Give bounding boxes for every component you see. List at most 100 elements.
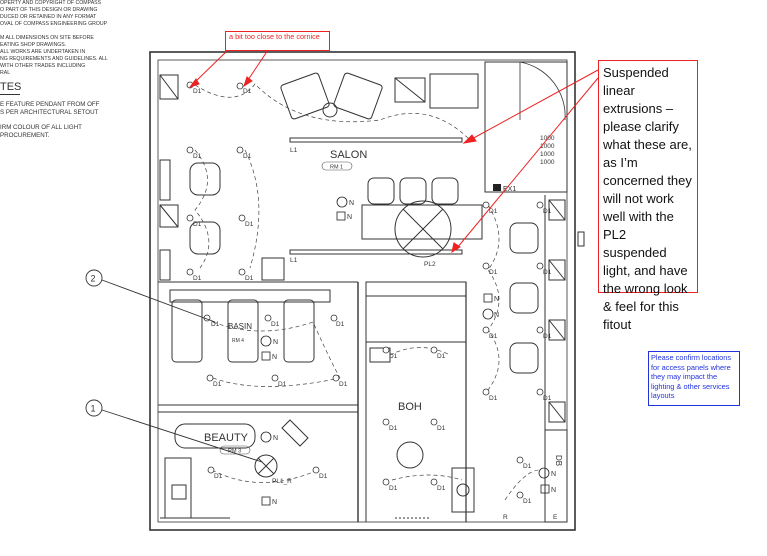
room-tag bbox=[219, 445, 251, 455]
comment-access-panels: Please confirm locations for access pane… bbox=[648, 351, 740, 406]
downlight bbox=[516, 456, 524, 464]
downlight-label: D1 bbox=[193, 153, 202, 160]
linear-extrusion bbox=[289, 137, 463, 143]
markup-arrow bbox=[245, 49, 269, 84]
circuit-line bbox=[244, 149, 260, 269]
room-name-db: DB bbox=[554, 455, 563, 466]
note-line: M ALL DIMENSIONS ON SITE BEFORE bbox=[0, 35, 94, 41]
downlight-label: D1 bbox=[523, 463, 532, 470]
note-line: WITH OTHER TRADES INCLUDING bbox=[0, 63, 86, 69]
downlight bbox=[382, 346, 390, 354]
level-mark: 1000 bbox=[540, 143, 555, 150]
downlight bbox=[332, 374, 340, 382]
downlight-label: D1 bbox=[437, 353, 446, 360]
circuit-line bbox=[194, 83, 471, 141]
downlight bbox=[536, 262, 544, 270]
beauty-chair bbox=[281, 419, 309, 447]
room-number-beauty: RM 3 bbox=[228, 449, 241, 455]
display-unit bbox=[394, 77, 426, 103]
downlight-label: D1 bbox=[271, 321, 280, 328]
downlight bbox=[186, 214, 194, 222]
downlight bbox=[482, 262, 490, 270]
downlight bbox=[238, 214, 246, 222]
comment-line: PL2 suspended bbox=[603, 227, 667, 260]
note-line: OPERTY AND COPYRIGHT OF COMPASS bbox=[0, 0, 102, 6]
downlight-label: D1 bbox=[489, 333, 498, 340]
comment-line: fitout bbox=[603, 317, 632, 332]
styling-chair bbox=[399, 177, 427, 205]
comment-cornice: a bit too close to the cornice bbox=[225, 31, 330, 51]
circuit-line bbox=[211, 469, 319, 483]
outer-wall bbox=[149, 51, 576, 531]
downlight-label: D1 bbox=[437, 425, 446, 432]
beauty-sink bbox=[171, 484, 187, 500]
reception-counter bbox=[429, 73, 479, 109]
downlight bbox=[186, 146, 194, 154]
downlight-label: D1 bbox=[389, 485, 398, 492]
entry-frame bbox=[484, 61, 568, 193]
comment-line: the wrong look bbox=[603, 281, 688, 296]
side-table bbox=[322, 102, 338, 118]
leader-line bbox=[101, 279, 216, 323]
circuit-line bbox=[194, 149, 210, 269]
switch-label: N bbox=[272, 354, 277, 361]
d1-labels: D1 D1 D1 D1 D1 D1 D1 D1 D1 D1 D1 D1 D1 D… bbox=[193, 88, 552, 505]
wall-fixture bbox=[159, 74, 179, 100]
wash-chair bbox=[171, 299, 203, 363]
leader-line bbox=[101, 409, 263, 463]
downlight bbox=[430, 418, 438, 426]
room-tag bbox=[321, 161, 353, 171]
wall-fixture-x bbox=[548, 401, 566, 423]
downlight-label: D1 bbox=[523, 498, 532, 505]
pendant-label-pl2: PL2 bbox=[424, 261, 436, 268]
db-cabinet bbox=[544, 429, 568, 523]
emergency-light-icon bbox=[260, 431, 272, 443]
display-unit-x bbox=[394, 77, 426, 103]
wash-chair bbox=[227, 299, 259, 363]
pendant-label-pl1: PL1_R bbox=[272, 478, 292, 485]
salon-chair bbox=[189, 162, 221, 196]
downlight-label: D1 bbox=[339, 381, 348, 388]
inner-wall bbox=[157, 59, 568, 523]
downlight bbox=[482, 326, 490, 334]
downlight-label: D1 bbox=[489, 395, 498, 402]
comment-line: please clarify bbox=[603, 119, 679, 134]
downlight bbox=[238, 268, 246, 276]
downlight bbox=[536, 201, 544, 209]
downlight-label: D1 bbox=[214, 473, 223, 480]
emergency-light-icon bbox=[482, 308, 494, 320]
downlight bbox=[430, 478, 438, 486]
wall-fixture-x bbox=[159, 74, 179, 100]
note-line: NG REQUIREMENTS AND GUIDELINES. ALL bbox=[0, 56, 108, 62]
downlight bbox=[206, 374, 214, 382]
emergency-light-icon bbox=[260, 335, 272, 347]
emergency-light-icon bbox=[336, 196, 348, 208]
comment-line: concerned they bbox=[603, 173, 692, 188]
downlight bbox=[264, 314, 272, 322]
switch-label: N bbox=[494, 296, 499, 303]
comment-line: linear bbox=[603, 83, 635, 98]
note-line: EATING SHOP DRAWINGS. bbox=[0, 42, 67, 48]
downlight bbox=[236, 146, 244, 154]
general-notes: OPERTY AND COPYRIGHT OF COMPASS O PART O… bbox=[0, 0, 160, 140]
circuit-line bbox=[504, 469, 541, 501]
comment-line: will not work bbox=[603, 191, 674, 206]
comment-line: well with the bbox=[603, 209, 674, 224]
comment-line: what these are, bbox=[603, 137, 692, 152]
room-name-beauty: BEAUTY bbox=[204, 432, 249, 444]
wall-fixture bbox=[548, 259, 566, 281]
boh-sink bbox=[456, 483, 470, 497]
exit-sign-icon bbox=[493, 184, 501, 191]
wall-fixture-x bbox=[159, 204, 179, 228]
callout-marker-1 bbox=[85, 399, 103, 417]
comment-line: Suspended bbox=[603, 65, 669, 80]
styling-station bbox=[361, 204, 483, 240]
note-line: RAL bbox=[0, 70, 11, 76]
downlight-group bbox=[186, 81, 544, 499]
boh-table bbox=[396, 441, 424, 469]
wash-chair bbox=[283, 299, 315, 363]
downlight-label: D1 bbox=[278, 381, 287, 388]
level-mark: 1000 bbox=[540, 159, 555, 166]
salon-chair bbox=[189, 221, 221, 255]
